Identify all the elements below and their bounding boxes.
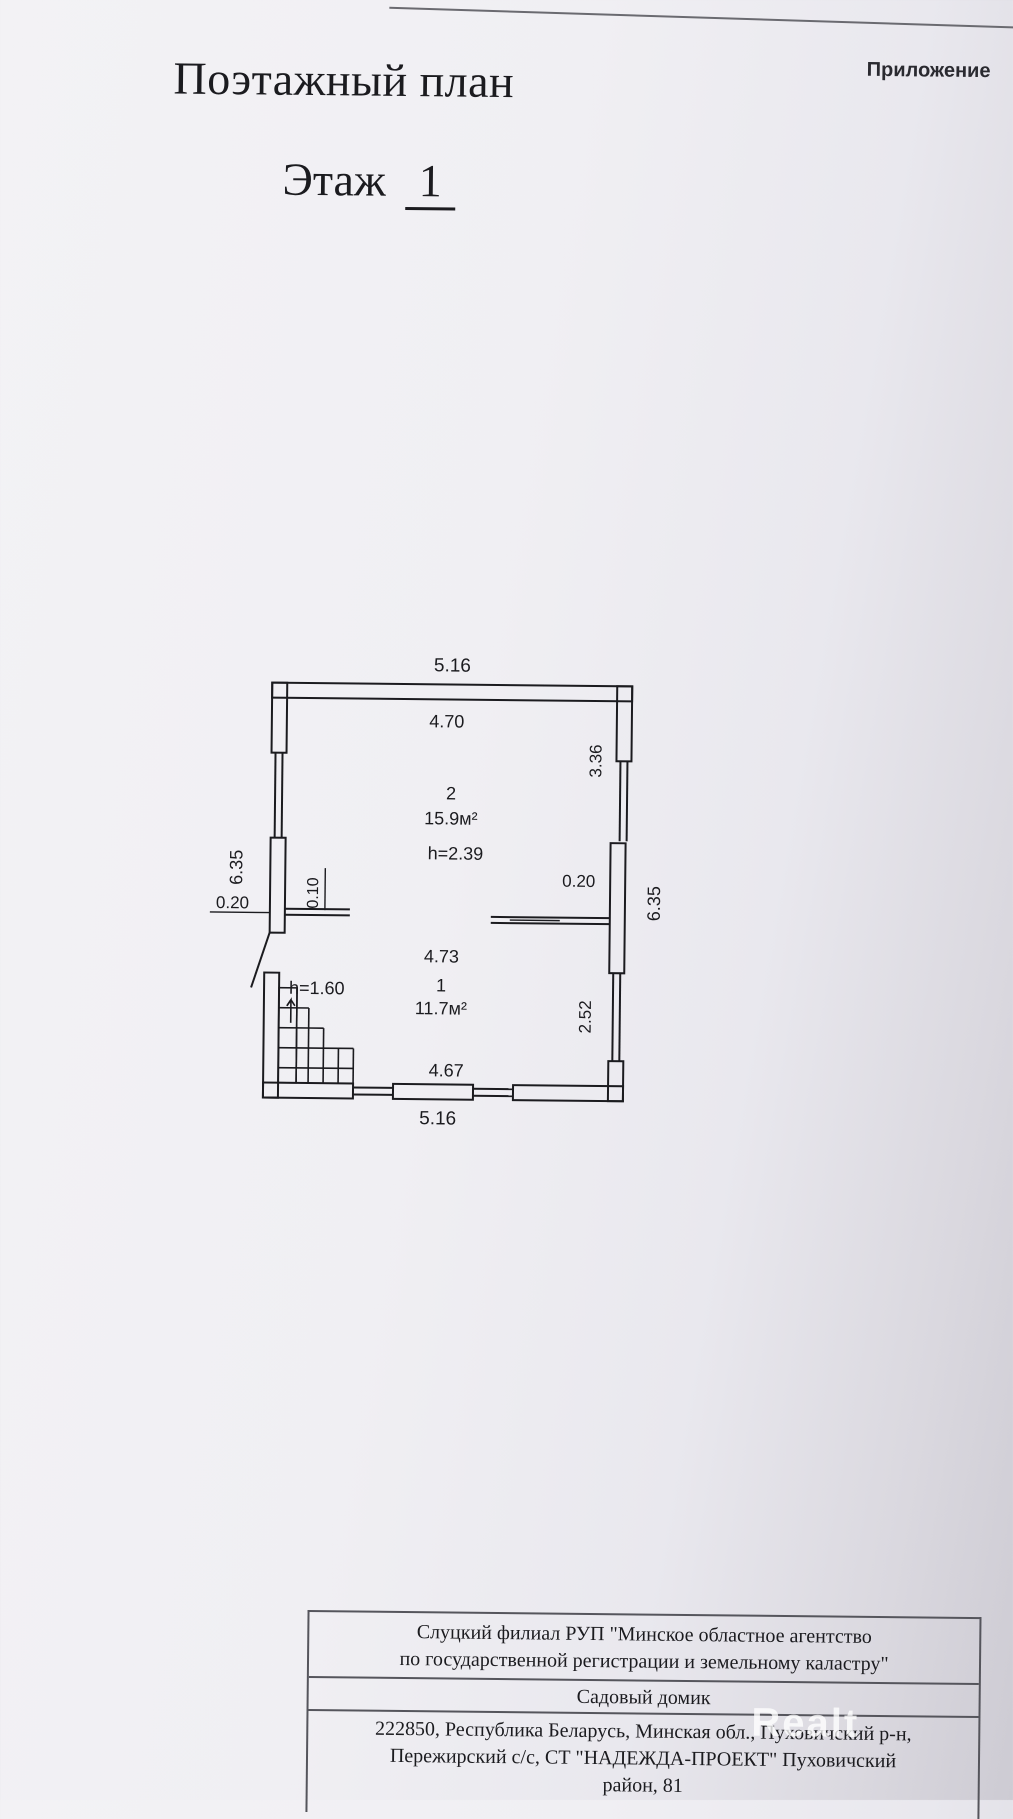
floor-number: 1 — [405, 154, 456, 211]
floor-label: Этаж — [282, 154, 386, 206]
page-title: Поэтажный план — [173, 52, 514, 109]
dim-right-upper: 3.36 — [586, 744, 605, 777]
appendix-label: Приложение — [867, 59, 991, 83]
title-block: Слуцкий филиал РУП "Минское областное аг… — [305, 1610, 981, 1819]
dim-inner-bottom: 4.67 — [429, 1060, 464, 1080]
room-2-area: 15.9м² — [424, 808, 478, 829]
staircase — [278, 988, 354, 1084]
organization-line-2: по государственной регистрации и земельн… — [319, 1645, 969, 1679]
dim-right-height: 6.35 — [644, 886, 664, 921]
wall-left-upper — [272, 683, 288, 753]
dim-partition-length: 4.73 — [424, 946, 459, 966]
wall-right-upper — [616, 686, 632, 761]
floor-heading: Этаж 1 — [282, 153, 455, 211]
door-swing — [251, 932, 270, 987]
top-border-line — [389, 7, 1013, 29]
dim-left-wall: 0.20 — [216, 893, 249, 912]
organization-cell: Слуцкий филиал РУП "Минское областное аг… — [309, 1612, 980, 1685]
wall-top — [272, 683, 632, 702]
wall-bottom-middle — [393, 1084, 473, 1100]
room-1-area: 11.7м² — [415, 998, 467, 1019]
dim-right-wall: 0.20 — [562, 872, 595, 891]
dim-partition-thickness: 0.10 — [305, 877, 322, 908]
wall-bottom-right — [513, 1085, 623, 1101]
dim-outer-bottom: 5.16 — [419, 1108, 456, 1129]
room-2-number: 2 — [446, 783, 456, 803]
watermark-logo: Realt — [751, 1701, 859, 1747]
dim-right-lower: 2.52 — [576, 1000, 595, 1033]
dim-outer-top: 5.16 — [434, 655, 471, 676]
room-1-number: 1 — [436, 975, 446, 995]
wall-right-middle — [609, 843, 625, 973]
wall-left-lower — [263, 973, 279, 1098]
address-cell: 222850, Республика Беларусь, Минская обл… — [308, 1711, 979, 1807]
wall-right-lower — [608, 1061, 623, 1101]
stair-height: h=1.60 — [289, 978, 345, 999]
room-2-height: h=2.39 — [428, 843, 484, 864]
dim-inner-top: 4.70 — [429, 711, 464, 731]
wall-bottom-left — [263, 1083, 353, 1099]
dim-left-height: 6.35 — [226, 850, 246, 885]
floor-plan: 5.16 4.70 6.35 6.35 3.36 2.52 0.20 0.20 … — [177, 627, 702, 1152]
wall-left-middle — [270, 838, 286, 933]
